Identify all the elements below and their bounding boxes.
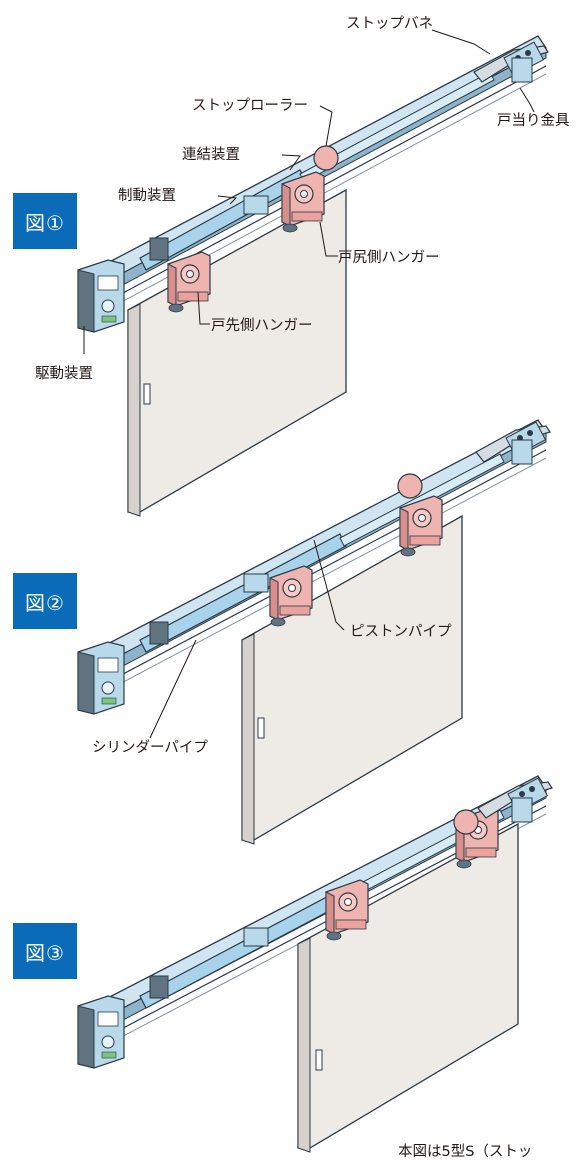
door-stop-bracket xyxy=(511,439,533,465)
stop-roller xyxy=(313,145,339,171)
door-panel xyxy=(297,822,519,1153)
figure-1-tag: 図① xyxy=(13,193,77,249)
stop-roller xyxy=(397,473,423,499)
figure-2 xyxy=(77,419,551,845)
drive-device xyxy=(77,641,125,715)
figure-3-tag: 図③ xyxy=(13,923,77,979)
stop-spring-label: ストップバネ xyxy=(346,15,433,32)
connecting-device xyxy=(243,927,269,947)
stop-roller xyxy=(453,809,479,835)
connecting-device xyxy=(243,195,269,215)
door-stop-bracket-label: 戸当り金具 xyxy=(497,112,570,129)
drive-device xyxy=(77,995,125,1069)
stop-roller-label: ストップローラー xyxy=(192,97,308,114)
connecting-device xyxy=(243,573,269,593)
braking-device xyxy=(149,621,169,645)
front-hanger-label: 戸先側ハンガー xyxy=(211,317,313,334)
leader-lines xyxy=(83,29,535,739)
footnote: 本図は5型S（ストッ xyxy=(398,1144,533,1160)
figure-1 xyxy=(77,35,549,517)
cylinder-pipe-label: シリンダーパイプ xyxy=(92,739,208,756)
figure-3 xyxy=(77,775,553,1153)
door-stop-bracket xyxy=(511,57,533,83)
figure-2-tag: 図② xyxy=(13,573,77,629)
rear-hanger-label: 戸尻側ハンガー xyxy=(338,249,440,266)
door-stop-bracket xyxy=(511,797,533,823)
braking-device xyxy=(149,237,169,261)
drive-device-label: 駆動装置 xyxy=(35,365,93,382)
piston-pipe-label: ピストンパイプ xyxy=(350,623,452,640)
cylinder-pipe xyxy=(139,533,347,653)
drive-device xyxy=(77,259,125,333)
braking-device xyxy=(149,975,169,999)
braking-device-label: 制動装置 xyxy=(118,187,176,204)
connecting-device-label: 連結装置 xyxy=(182,146,240,163)
